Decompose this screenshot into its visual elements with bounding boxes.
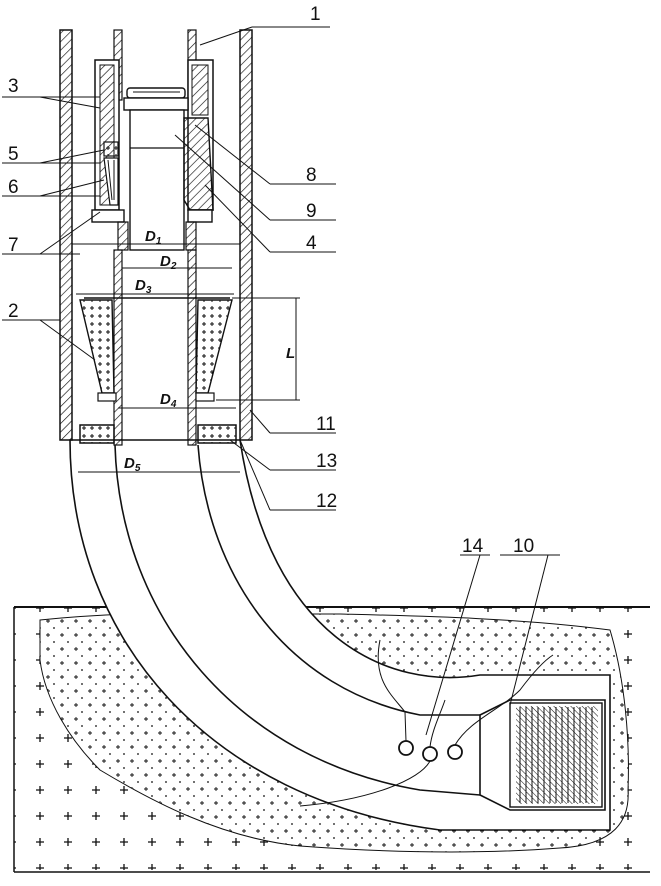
callout-4: 4	[306, 233, 317, 254]
dim-l: L	[286, 345, 295, 362]
dim-d2: D2	[160, 253, 177, 272]
dim-d4: D4	[160, 391, 177, 410]
sub-left	[118, 222, 128, 250]
sub-right	[186, 222, 196, 250]
callout-2: 2	[8, 301, 19, 322]
callout-5: 5	[8, 144, 19, 165]
wedge-block	[184, 118, 213, 210]
callout-10: 10	[513, 536, 534, 557]
callout-1: 1	[310, 4, 321, 25]
dim-d3: D3	[135, 277, 152, 296]
slip-insert	[104, 142, 118, 156]
callout-6: 6	[8, 177, 19, 198]
callout-11: 11	[316, 414, 336, 435]
piston	[124, 88, 188, 250]
callout-14: 14	[462, 536, 484, 557]
callout-9: 9	[306, 201, 317, 222]
cone-centralizer	[80, 298, 232, 401]
callout-12: 12	[316, 491, 337, 512]
callout-7: 7	[8, 235, 19, 256]
casing-left-wall	[60, 30, 72, 440]
bottom-tool	[480, 700, 605, 810]
callout-3: 3	[8, 76, 19, 97]
collar-right	[188, 210, 212, 222]
lower-tubing-right	[188, 250, 196, 445]
packer-housing-right-hatch	[192, 65, 208, 115]
casing-right-wall	[240, 30, 252, 440]
callout-13: 13	[316, 451, 337, 472]
callout-8: 8	[306, 165, 317, 186]
seal-ring-left	[80, 425, 114, 443]
collar-left	[92, 210, 124, 222]
lower-tubing-left	[114, 250, 122, 445]
